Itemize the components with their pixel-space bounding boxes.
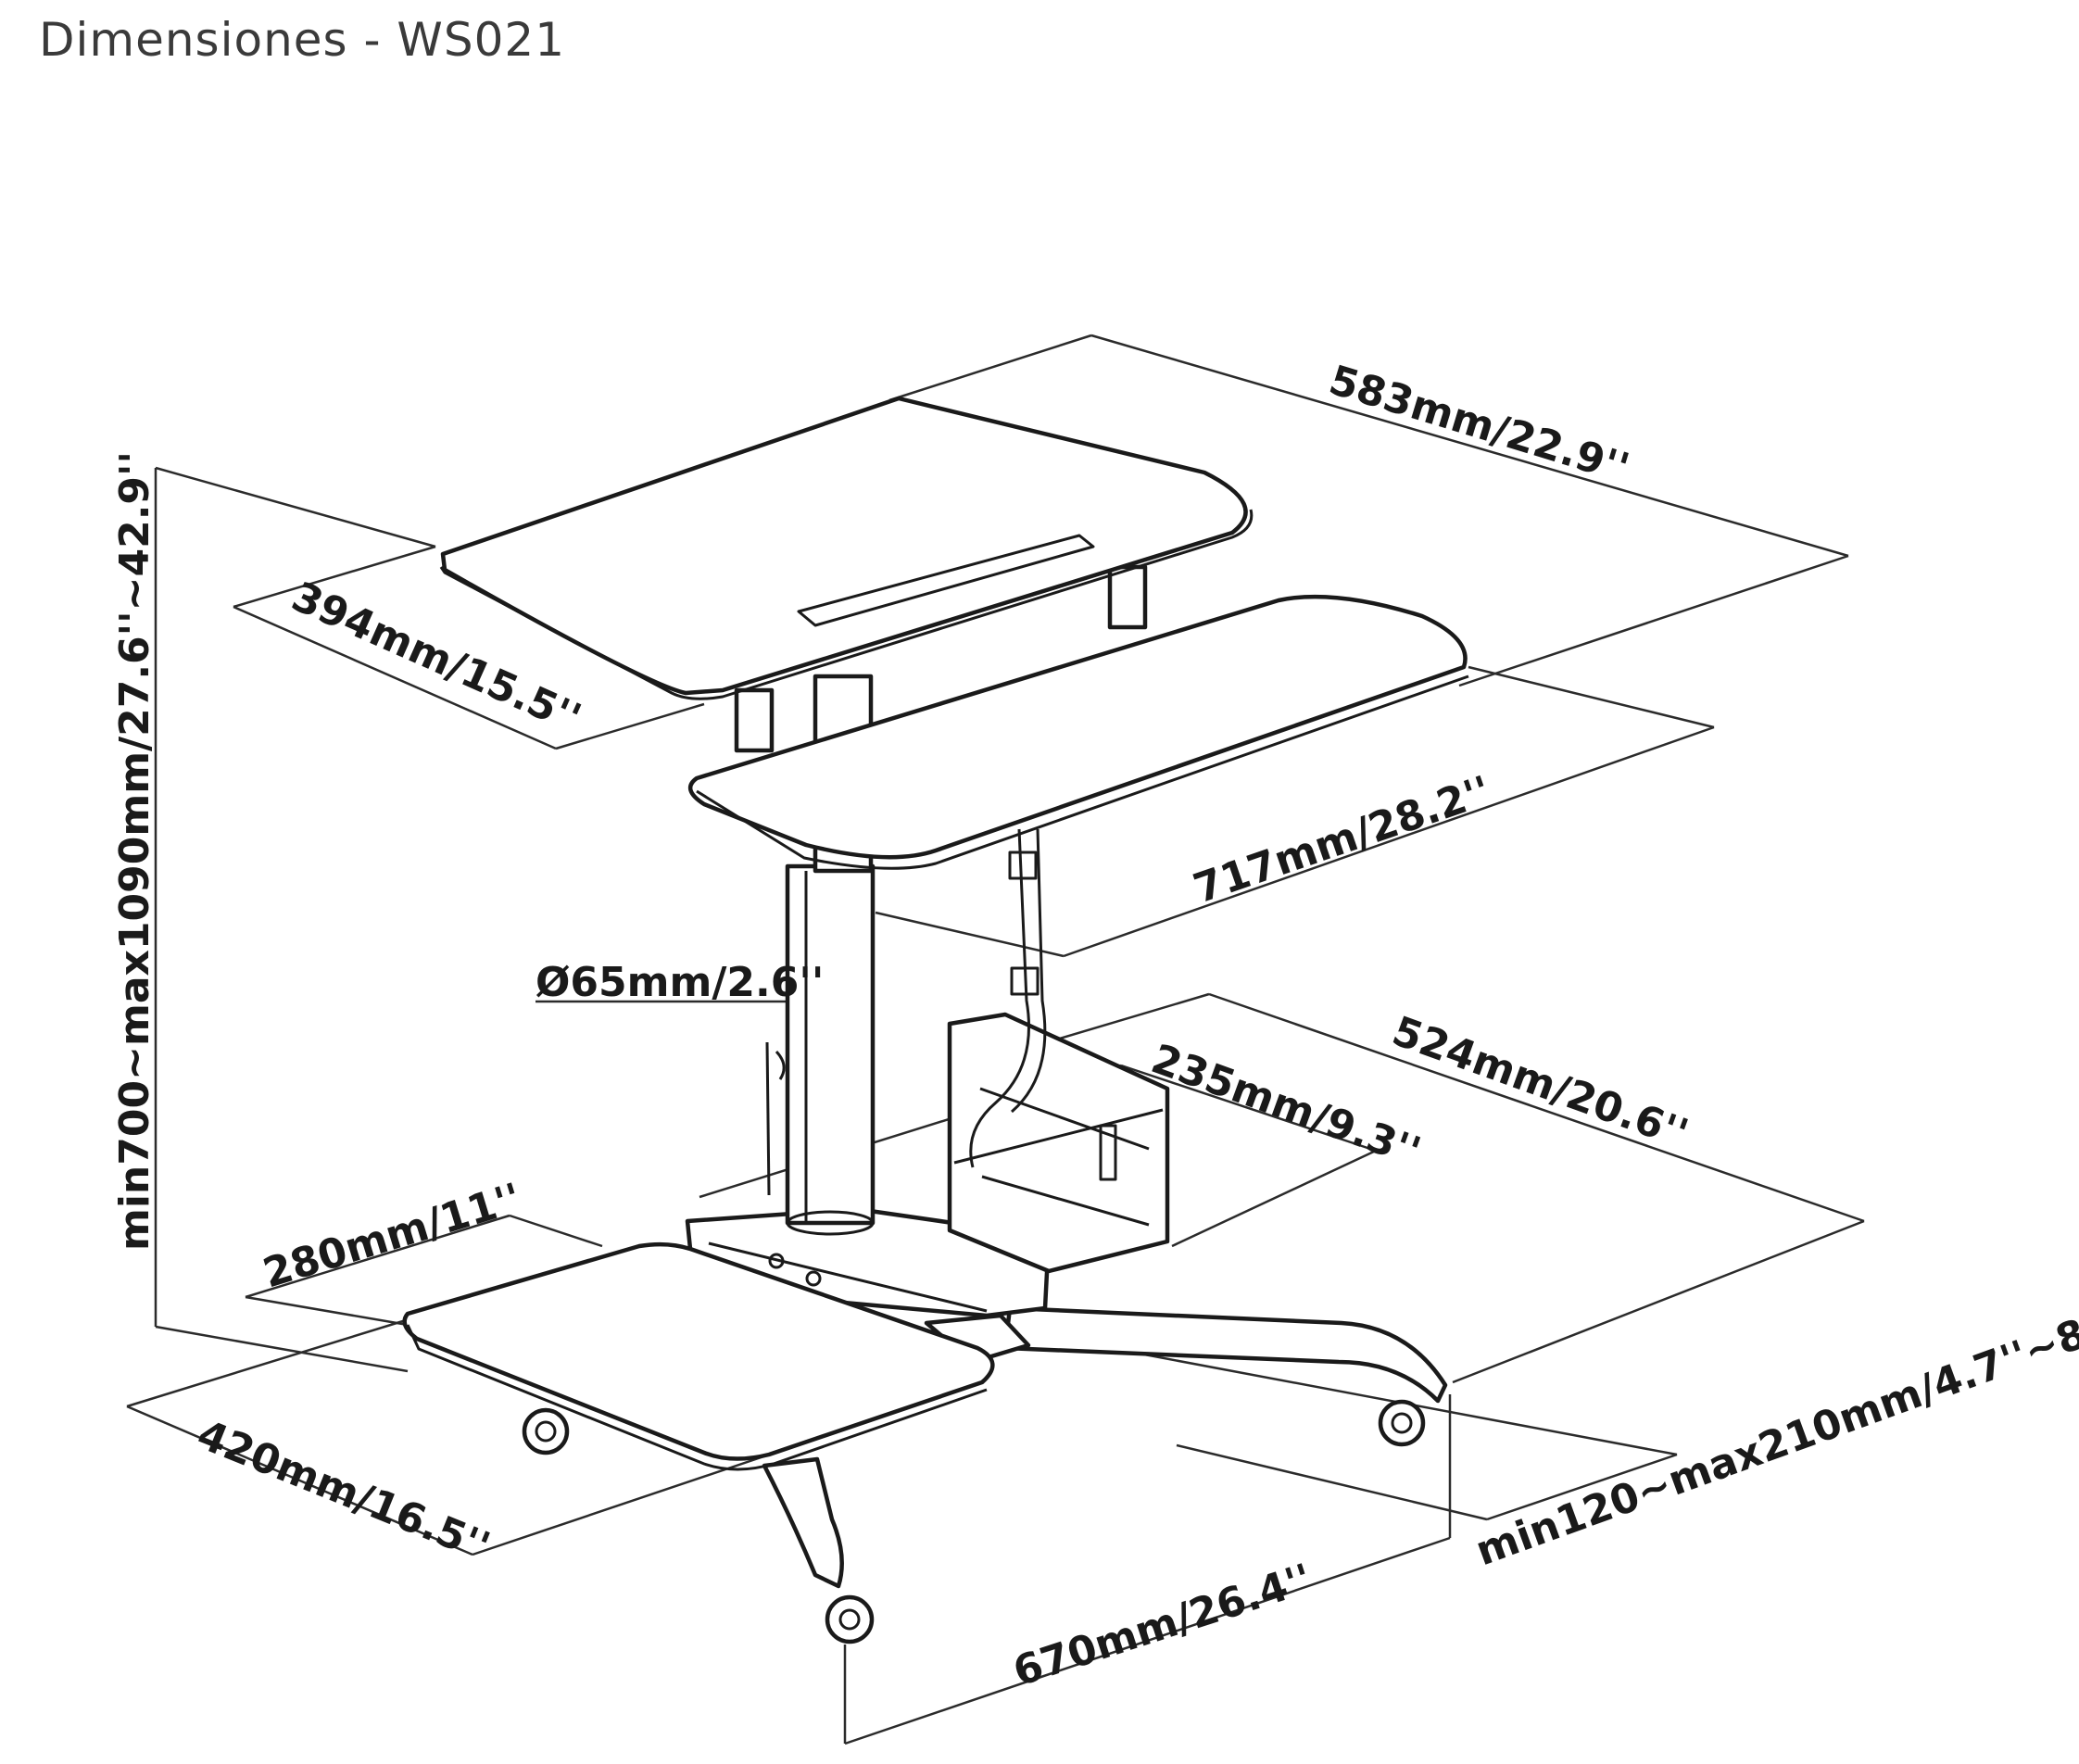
dim-cpu-height: min120~max210mm/4.7''~8.2'' — [1469, 1287, 2079, 1576]
dim-keyboard-width: 717mm/28.2'' — [1188, 767, 1496, 913]
page-title: Dimensiones - WS021 — [39, 13, 566, 67]
dim-cpu-holder: 235mm/9.3'' — [1145, 1035, 1427, 1176]
dim-mouse-width: 420mm/16.5'' — [191, 1411, 497, 1571]
dim-base-depth: 524mm/20.6'' — [1386, 1007, 1694, 1158]
dim-height: min700~max1090mm/27.6''~42.9'' — [111, 451, 158, 1251]
dim-top-width: 583mm/22.9'' — [1324, 357, 1634, 493]
dim-column-diameter: Ø65mm/2.6'' — [536, 959, 824, 1006]
dimension-lines — [126, 334, 1865, 1745]
dim-mouse-depth: 280mm/11'' — [258, 1175, 526, 1298]
workstation-outline — [402, 396, 1469, 1644]
dim-base-width: 670mm/26.4'' — [1008, 1555, 1317, 1695]
